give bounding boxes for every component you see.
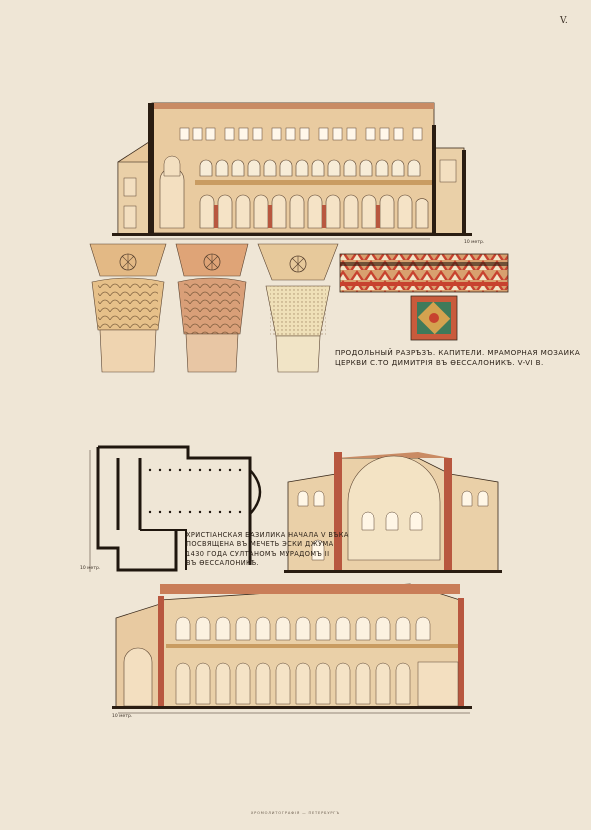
caption-bottom-line: ВЪ ѲЕССАЛОНИКѢ. [186,559,260,568]
ground-plan [96,445,262,572]
scale-label-top: 10 метр. [464,240,485,245]
longitudinal-section-bottom [112,583,472,714]
caption-bottom-line: ПОСВЯЩЕНА ВЪ МЕЧЕТЬ ЭСКИ ДЖУМА [186,540,334,549]
capital-2 [175,243,249,373]
caption-top-line: ПРОДОЛЬНЫЙ РАЗРѢЗЪ. КАПИТЕЛИ. МРАМОРНАЯ … [335,348,581,357]
scale-label-plan: 10 метр. [80,566,101,571]
caption-bottom-line: 1430 ГОДА СУЛТАНОМЪ МУРАДОМЪ II [186,549,330,558]
capital-1 [89,243,167,373]
cross-section [284,452,502,573]
longitudinal-section-top [112,102,472,240]
caption-top: ПРОДОЛЬНЫЙ РАЗРѢЗЪ. КАПИТЕЛИ. МРАМОРНАЯ … [335,348,580,368]
lower-arcade [199,194,429,229]
capital-3 [257,243,339,373]
printer-credit: ХРОМОЛИТОГРАФІЯ — ПЕТЕРБУРГЪ [250,811,341,815]
scale-label-bottom: 10 метр. [112,714,133,719]
plate-number: V. [560,16,568,26]
caption-bottom: ХРИСТІАНСКАЯ БАЗИЛИКА НАЧАЛА V ВѢКА ПОСВ… [186,531,349,569]
gallery-windows-row [179,127,423,141]
marble-mosaic [339,253,509,341]
plan-columns [148,468,242,514]
upper-arcade [199,159,421,177]
caption-top-line: ЦЕРКВИ С.ТО ДИМИТРІЯ ВЪ ѲЕССАЛОНИКѢ. V-V… [335,358,544,367]
caption-bottom-line: ХРИСТІАНСКАЯ БАЗИЛИКА НАЧАЛА V ВѢКА [186,531,349,539]
